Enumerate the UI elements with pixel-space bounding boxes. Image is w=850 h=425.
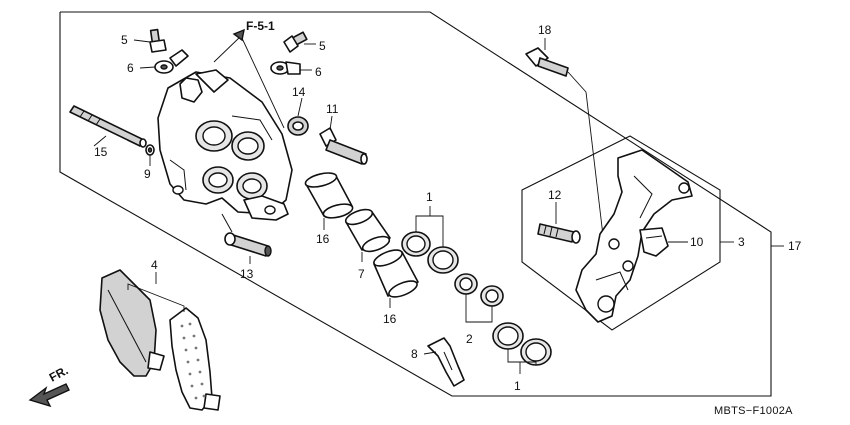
bracket-frame: [521, 135, 721, 331]
ref-line-b: [213, 35, 242, 63]
assembly-frame: [59, 11, 772, 397]
bolt-axis: [567, 71, 587, 93]
callout-5-right: 5: [319, 39, 326, 53]
pad-texture: [180, 322, 206, 400]
callout-4: 4: [151, 258, 158, 272]
callout-2: 2: [466, 332, 473, 346]
callout-13: 13: [240, 267, 254, 281]
pad-spring: [423, 337, 465, 387]
piston-lower: [373, 249, 419, 308]
brake-pad-rear: [99, 269, 165, 377]
ref-line-a: [240, 35, 285, 129]
callout-15: 15: [94, 145, 108, 159]
seal-set-upper: [401, 206, 459, 274]
callout-8: 8: [411, 347, 418, 361]
seal-set-middle: [454, 273, 504, 323]
callout-1-lower: 1: [514, 379, 521, 393]
callout-9: 9: [144, 167, 151, 181]
bleeder-cap-left: [139, 49, 189, 74]
retainer-clip: [639, 227, 688, 257]
pad-pin: [69, 105, 147, 148]
pin-boot: [287, 97, 309, 136]
diagram-code: MBTS−F1002A: [714, 405, 793, 417]
piston-middle: [344, 208, 391, 262]
direction-label: FR.: [47, 363, 71, 384]
callout-10: 10: [690, 235, 704, 249]
caliper-bracket: [575, 149, 693, 323]
washer: [145, 144, 155, 166]
bracket-pin: [221, 213, 272, 264]
bracket-pin-12: [537, 202, 581, 244]
pad-leader: [127, 283, 185, 312]
bolt-axis-2: [585, 91, 605, 245]
bleeder-screw-left: [133, 28, 167, 53]
callout-14: 14: [292, 85, 306, 99]
caliper-body: [157, 69, 293, 221]
callout-18: 18: [538, 23, 552, 37]
bleeder-screw-right: [283, 31, 316, 53]
bleeder-cap-right: [270, 61, 312, 75]
callout-12: 12: [548, 188, 562, 202]
piston-upper: [304, 172, 354, 230]
callout-17: 17: [788, 239, 802, 253]
callout-16-upper: 16: [316, 232, 330, 246]
callout-11: 11: [326, 102, 339, 116]
ref-arrowhead: [232, 28, 245, 42]
callout-3: 3: [738, 235, 745, 249]
brake-pad-front: [169, 307, 221, 411]
pin-bolt: [319, 115, 368, 165]
seal-set-lower: [492, 322, 552, 374]
callout-1-upper: 1: [426, 190, 433, 204]
front-direction-arrow: [28, 383, 70, 408]
callout-16-lower: 16: [383, 312, 397, 326]
callout-6-left: 6: [127, 61, 134, 75]
callout-5-left: 5: [121, 33, 128, 47]
reference-label: F-5-1: [246, 19, 275, 33]
callout-6-right: 6: [315, 65, 322, 79]
bolt-flange: [525, 38, 569, 77]
callout-7: 7: [358, 267, 365, 281]
